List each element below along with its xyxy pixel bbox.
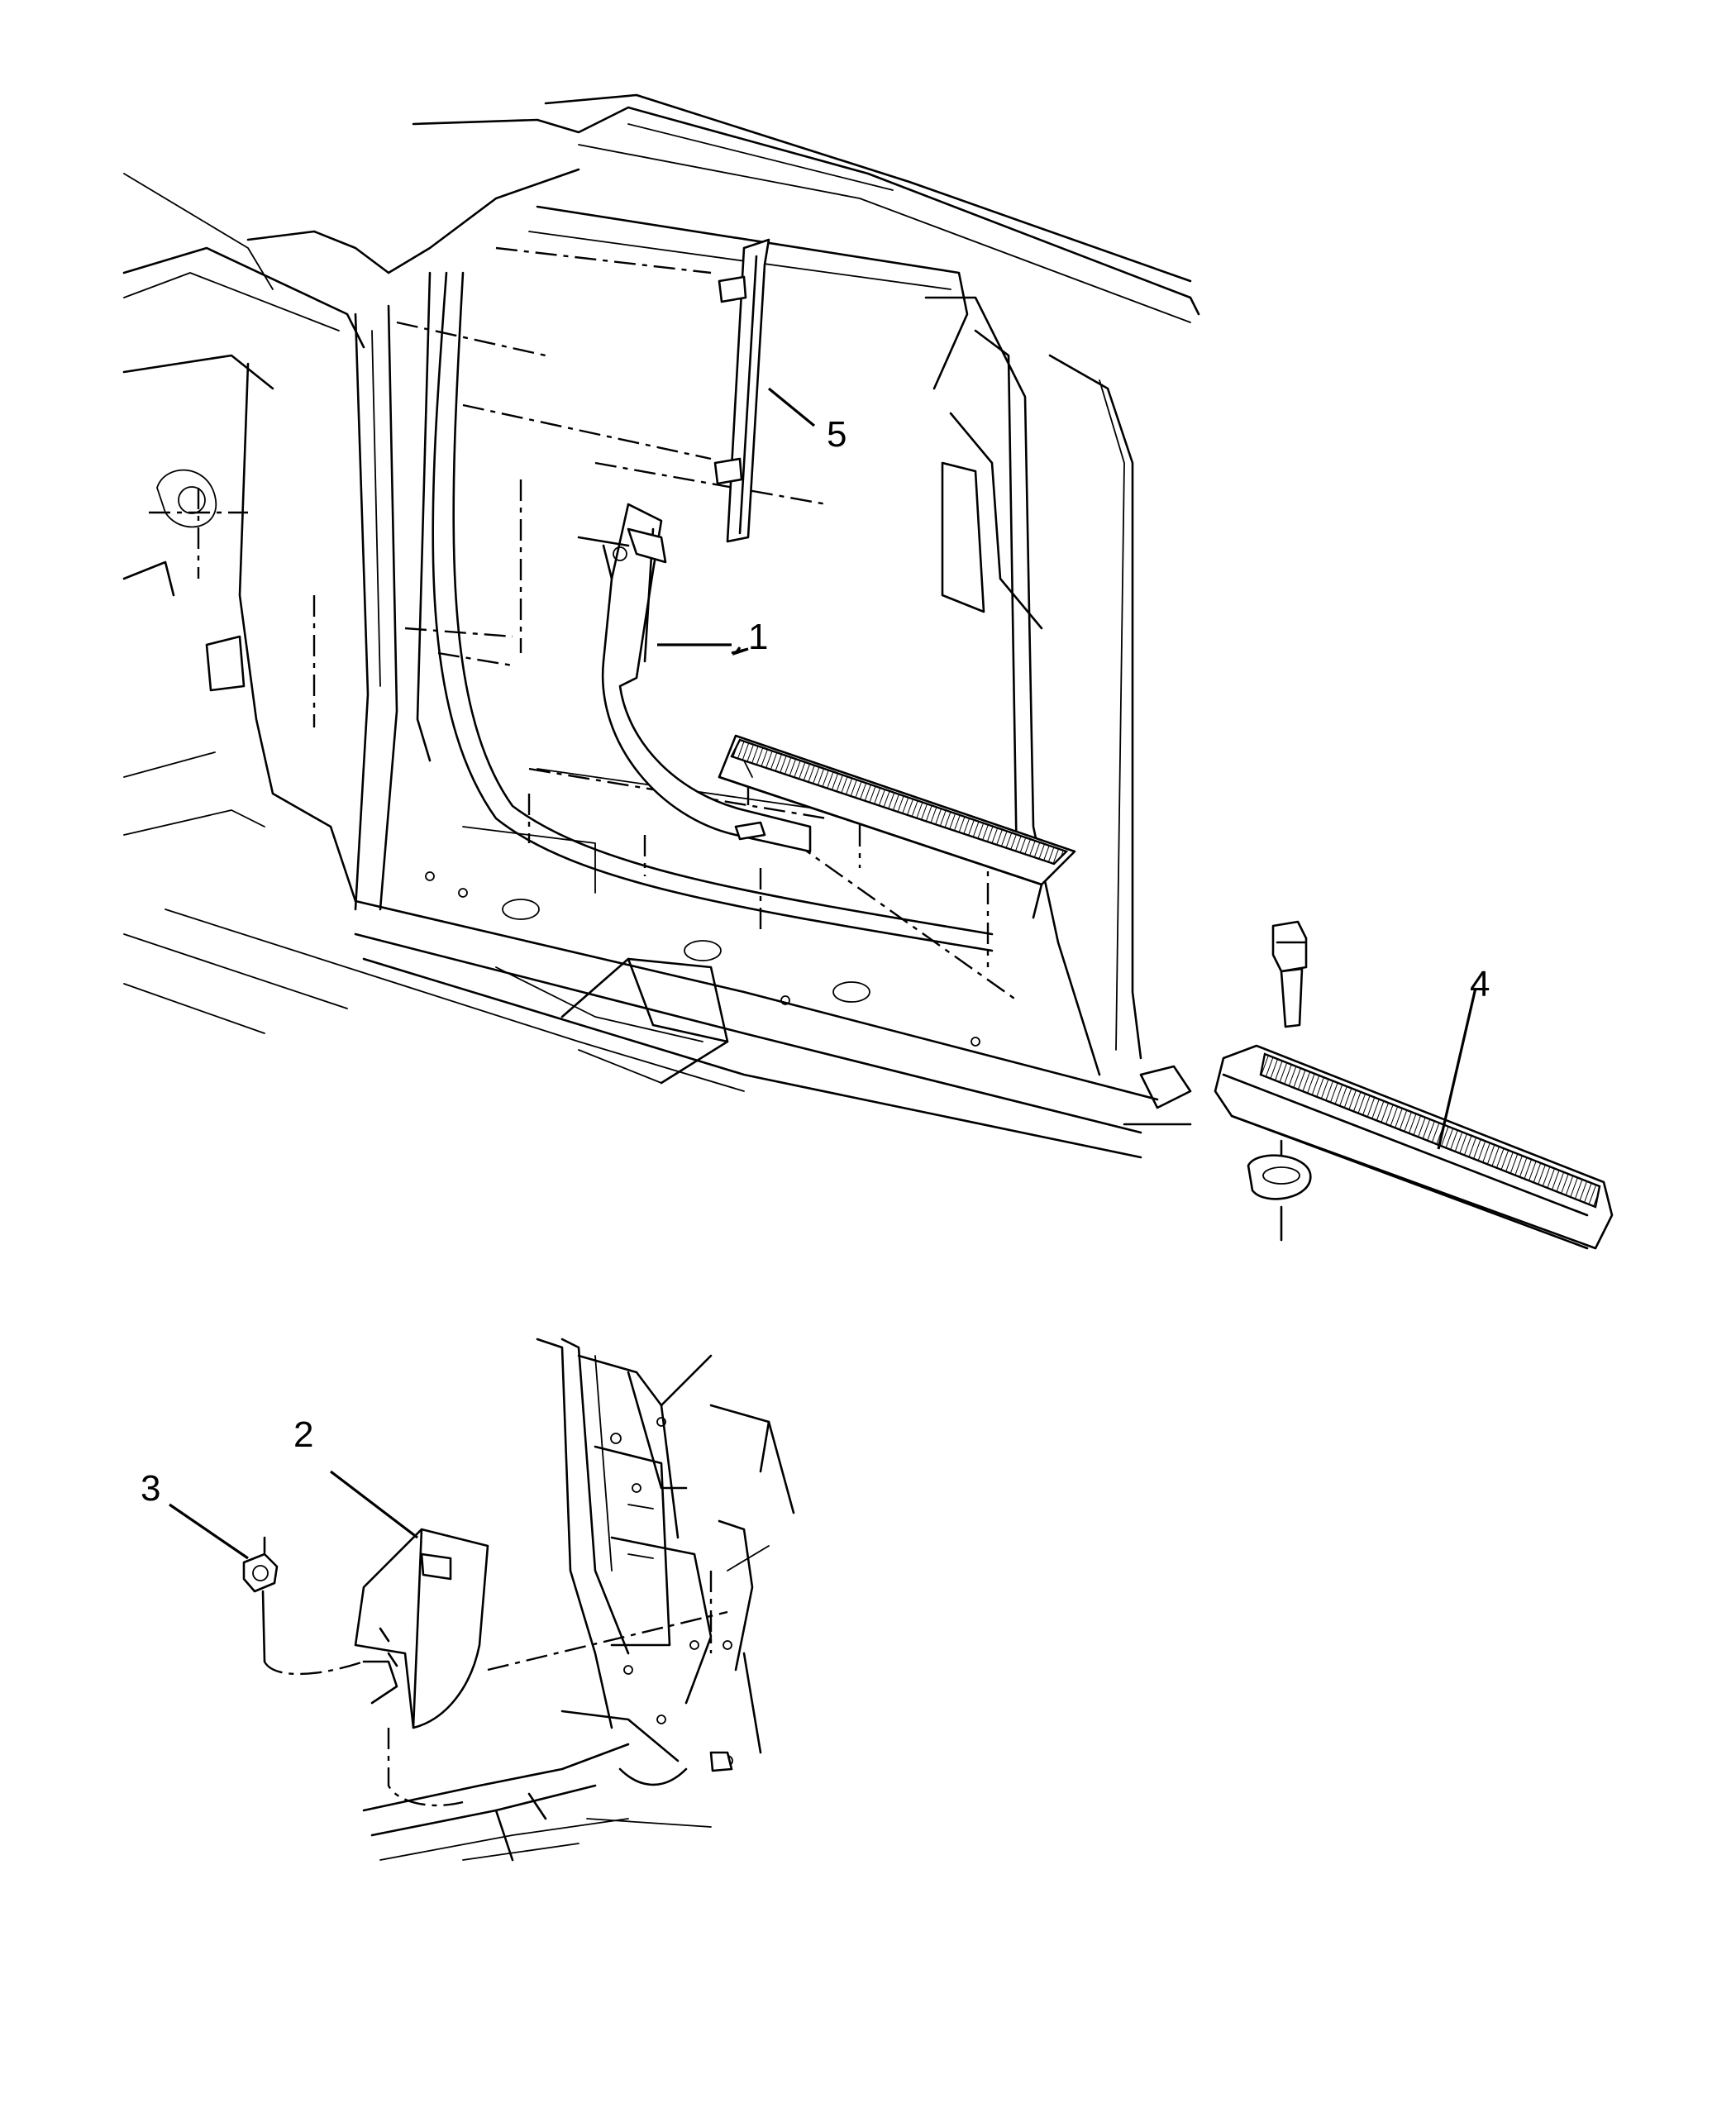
leader-4 [1437,987,1477,1150]
leader-5 [767,387,816,427]
callout-2: 2 [293,1414,313,1455]
sill-plate-detail [1123,920,1614,1250]
leader-2 [330,1470,418,1539]
body-interior-view [122,93,1200,1159]
callout-3: 3 [141,1468,160,1509]
callout-1: 1 [748,617,768,657]
callout-4: 4 [1470,964,1490,1004]
callout-leaders [169,387,1477,1560]
leader-1 [731,646,749,656]
pillar-base-detail [242,1338,795,1862]
hex-nut [242,1536,279,1663]
cowl-trim-bracket [354,1528,489,1729]
leader-3 [169,1503,249,1560]
sill-trim-panel [601,503,812,853]
retainer-clip [1247,1139,1312,1242]
callout-5: 5 [827,414,847,455]
pillar-trim-strip [713,238,770,543]
screw [1271,920,1308,1028]
